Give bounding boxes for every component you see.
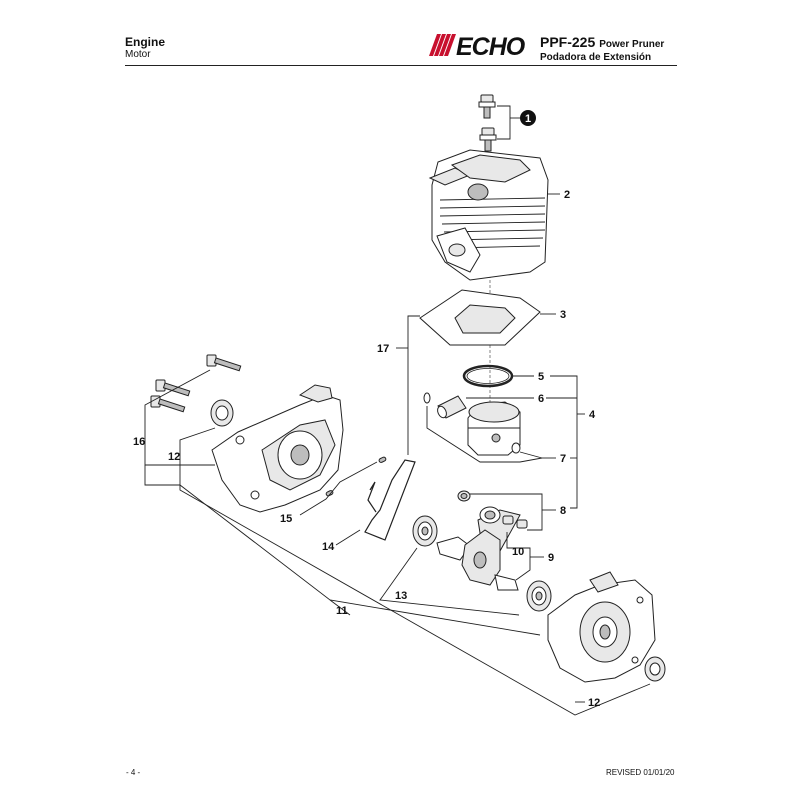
crankpin-bearing	[502, 515, 528, 529]
callout-14: 14	[322, 541, 335, 553]
piston-circlips	[423, 392, 521, 454]
product-name-es: Podadora de Extensión	[540, 52, 652, 63]
callout-7: 7	[560, 453, 566, 465]
logo-wordmark: ECHO	[456, 33, 526, 57]
header-rule	[125, 65, 677, 66]
leader-16	[144, 369, 215, 466]
cylinder-gasket	[419, 289, 541, 346]
crankshaft	[436, 529, 519, 591]
page-title: Engine	[125, 35, 166, 49]
crankcase-gasket	[364, 459, 416, 541]
callout-17: 17	[377, 343, 389, 355]
dowel-pins	[325, 456, 387, 497]
leader-8	[470, 493, 543, 531]
leader-14	[335, 529, 361, 546]
callout-9: 9	[548, 552, 554, 564]
page-number: - 4 -	[126, 768, 141, 777]
callout-16: 16	[133, 436, 145, 448]
callout-1-badge	[520, 110, 536, 126]
callout-15: 15	[280, 513, 292, 525]
main-bearing-left	[412, 515, 438, 547]
header-left: Engine Motor	[125, 36, 165, 61]
callout-8: 8	[560, 505, 566, 517]
cylinder	[428, 149, 549, 281]
crankcase-right	[547, 571, 656, 683]
leader-4	[550, 375, 578, 509]
callout-1: 1	[525, 113, 531, 125]
product-name-en: Power Pruner	[599, 39, 665, 50]
page-subtitle: Motor	[125, 49, 151, 60]
leader-10	[506, 532, 531, 581]
callout-2: 2	[564, 189, 570, 201]
callout-4: 4	[589, 409, 596, 421]
leader-1	[497, 105, 511, 140]
callout-13: 13	[395, 590, 407, 602]
leader-15	[299, 461, 378, 516]
callout-5: 5	[538, 371, 544, 383]
piston-pin	[437, 395, 467, 419]
small-end-bearing	[457, 490, 471, 502]
oil-seal-right	[644, 656, 666, 682]
callout-11: 11	[336, 605, 348, 617]
callout-12a: 12	[168, 451, 180, 463]
model-number: PPF-225	[540, 34, 596, 50]
piston	[467, 401, 521, 456]
piston-ring	[462, 364, 514, 388]
logo-stripes	[429, 34, 456, 56]
callout-6: 6	[538, 393, 544, 405]
leader-12a	[179, 427, 216, 485]
crankcase-bolts	[150, 354, 242, 413]
main-bearing-right	[526, 580, 552, 612]
leader-12b	[179, 485, 651, 716]
crankcase-left	[211, 384, 344, 513]
echo-logo: ECHO	[429, 33, 527, 57]
callout-10: 10	[512, 546, 524, 558]
callout-3: 3	[560, 309, 566, 321]
callout-12b: 12	[588, 697, 600, 709]
leader-13	[379, 547, 520, 616]
oil-seal-left	[210, 399, 234, 427]
revision-date: REVISED 01/01/20	[606, 768, 675, 777]
leader-7	[426, 406, 543, 463]
leader-17	[407, 315, 420, 455]
